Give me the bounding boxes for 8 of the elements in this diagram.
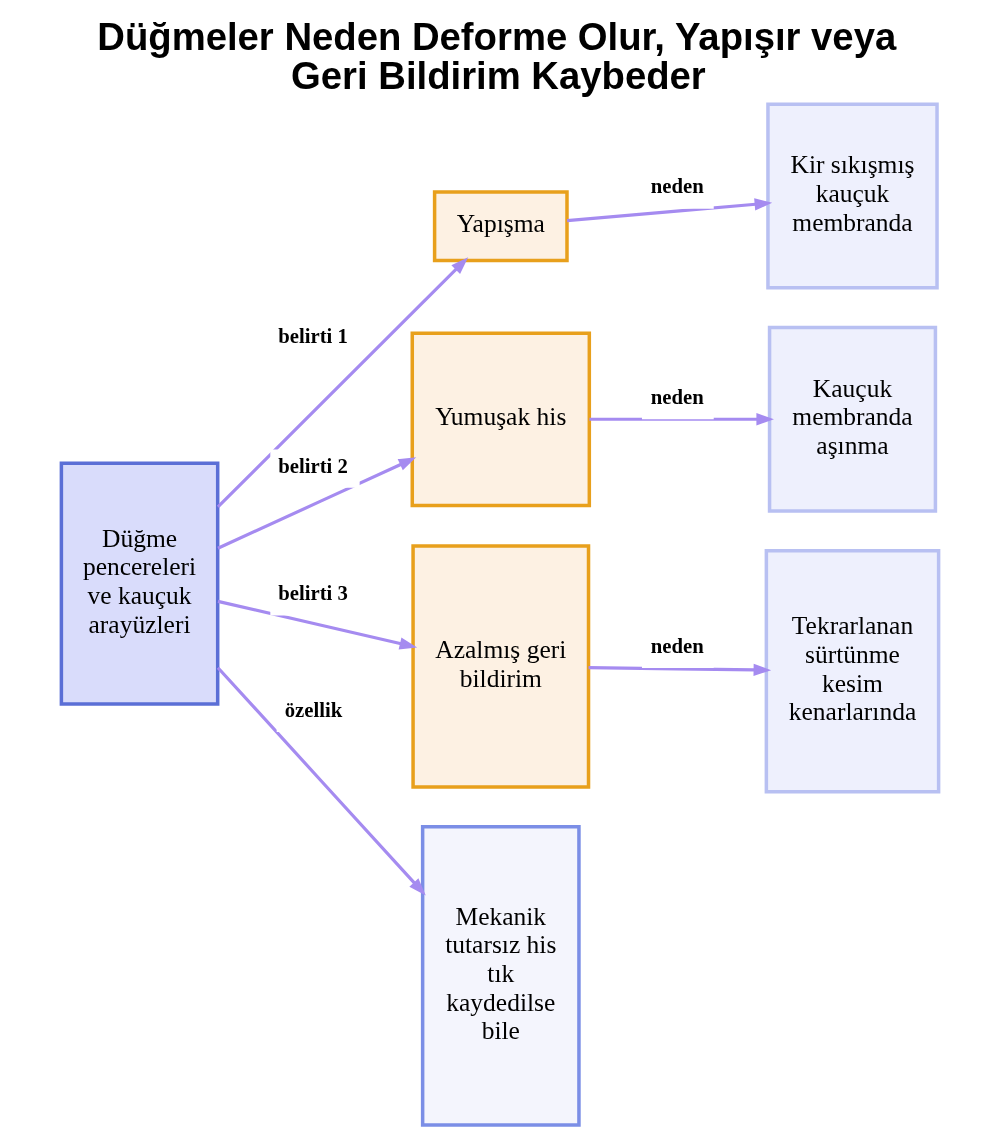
edge-label: belirti 1	[278, 325, 348, 348]
edge-label: özellik	[284, 698, 343, 721]
edge-label: belirti 2	[278, 454, 348, 477]
edge-label: neden	[650, 385, 704, 408]
edge-label: belirti 3	[278, 582, 348, 605]
diagram-title: Düğmeler Neden Deforme Olur, Yapışır veya Geri Bildirim Kaybeder	[97, 15, 897, 97]
edge-label: neden	[650, 634, 704, 657]
edge-label: neden	[650, 175, 704, 198]
